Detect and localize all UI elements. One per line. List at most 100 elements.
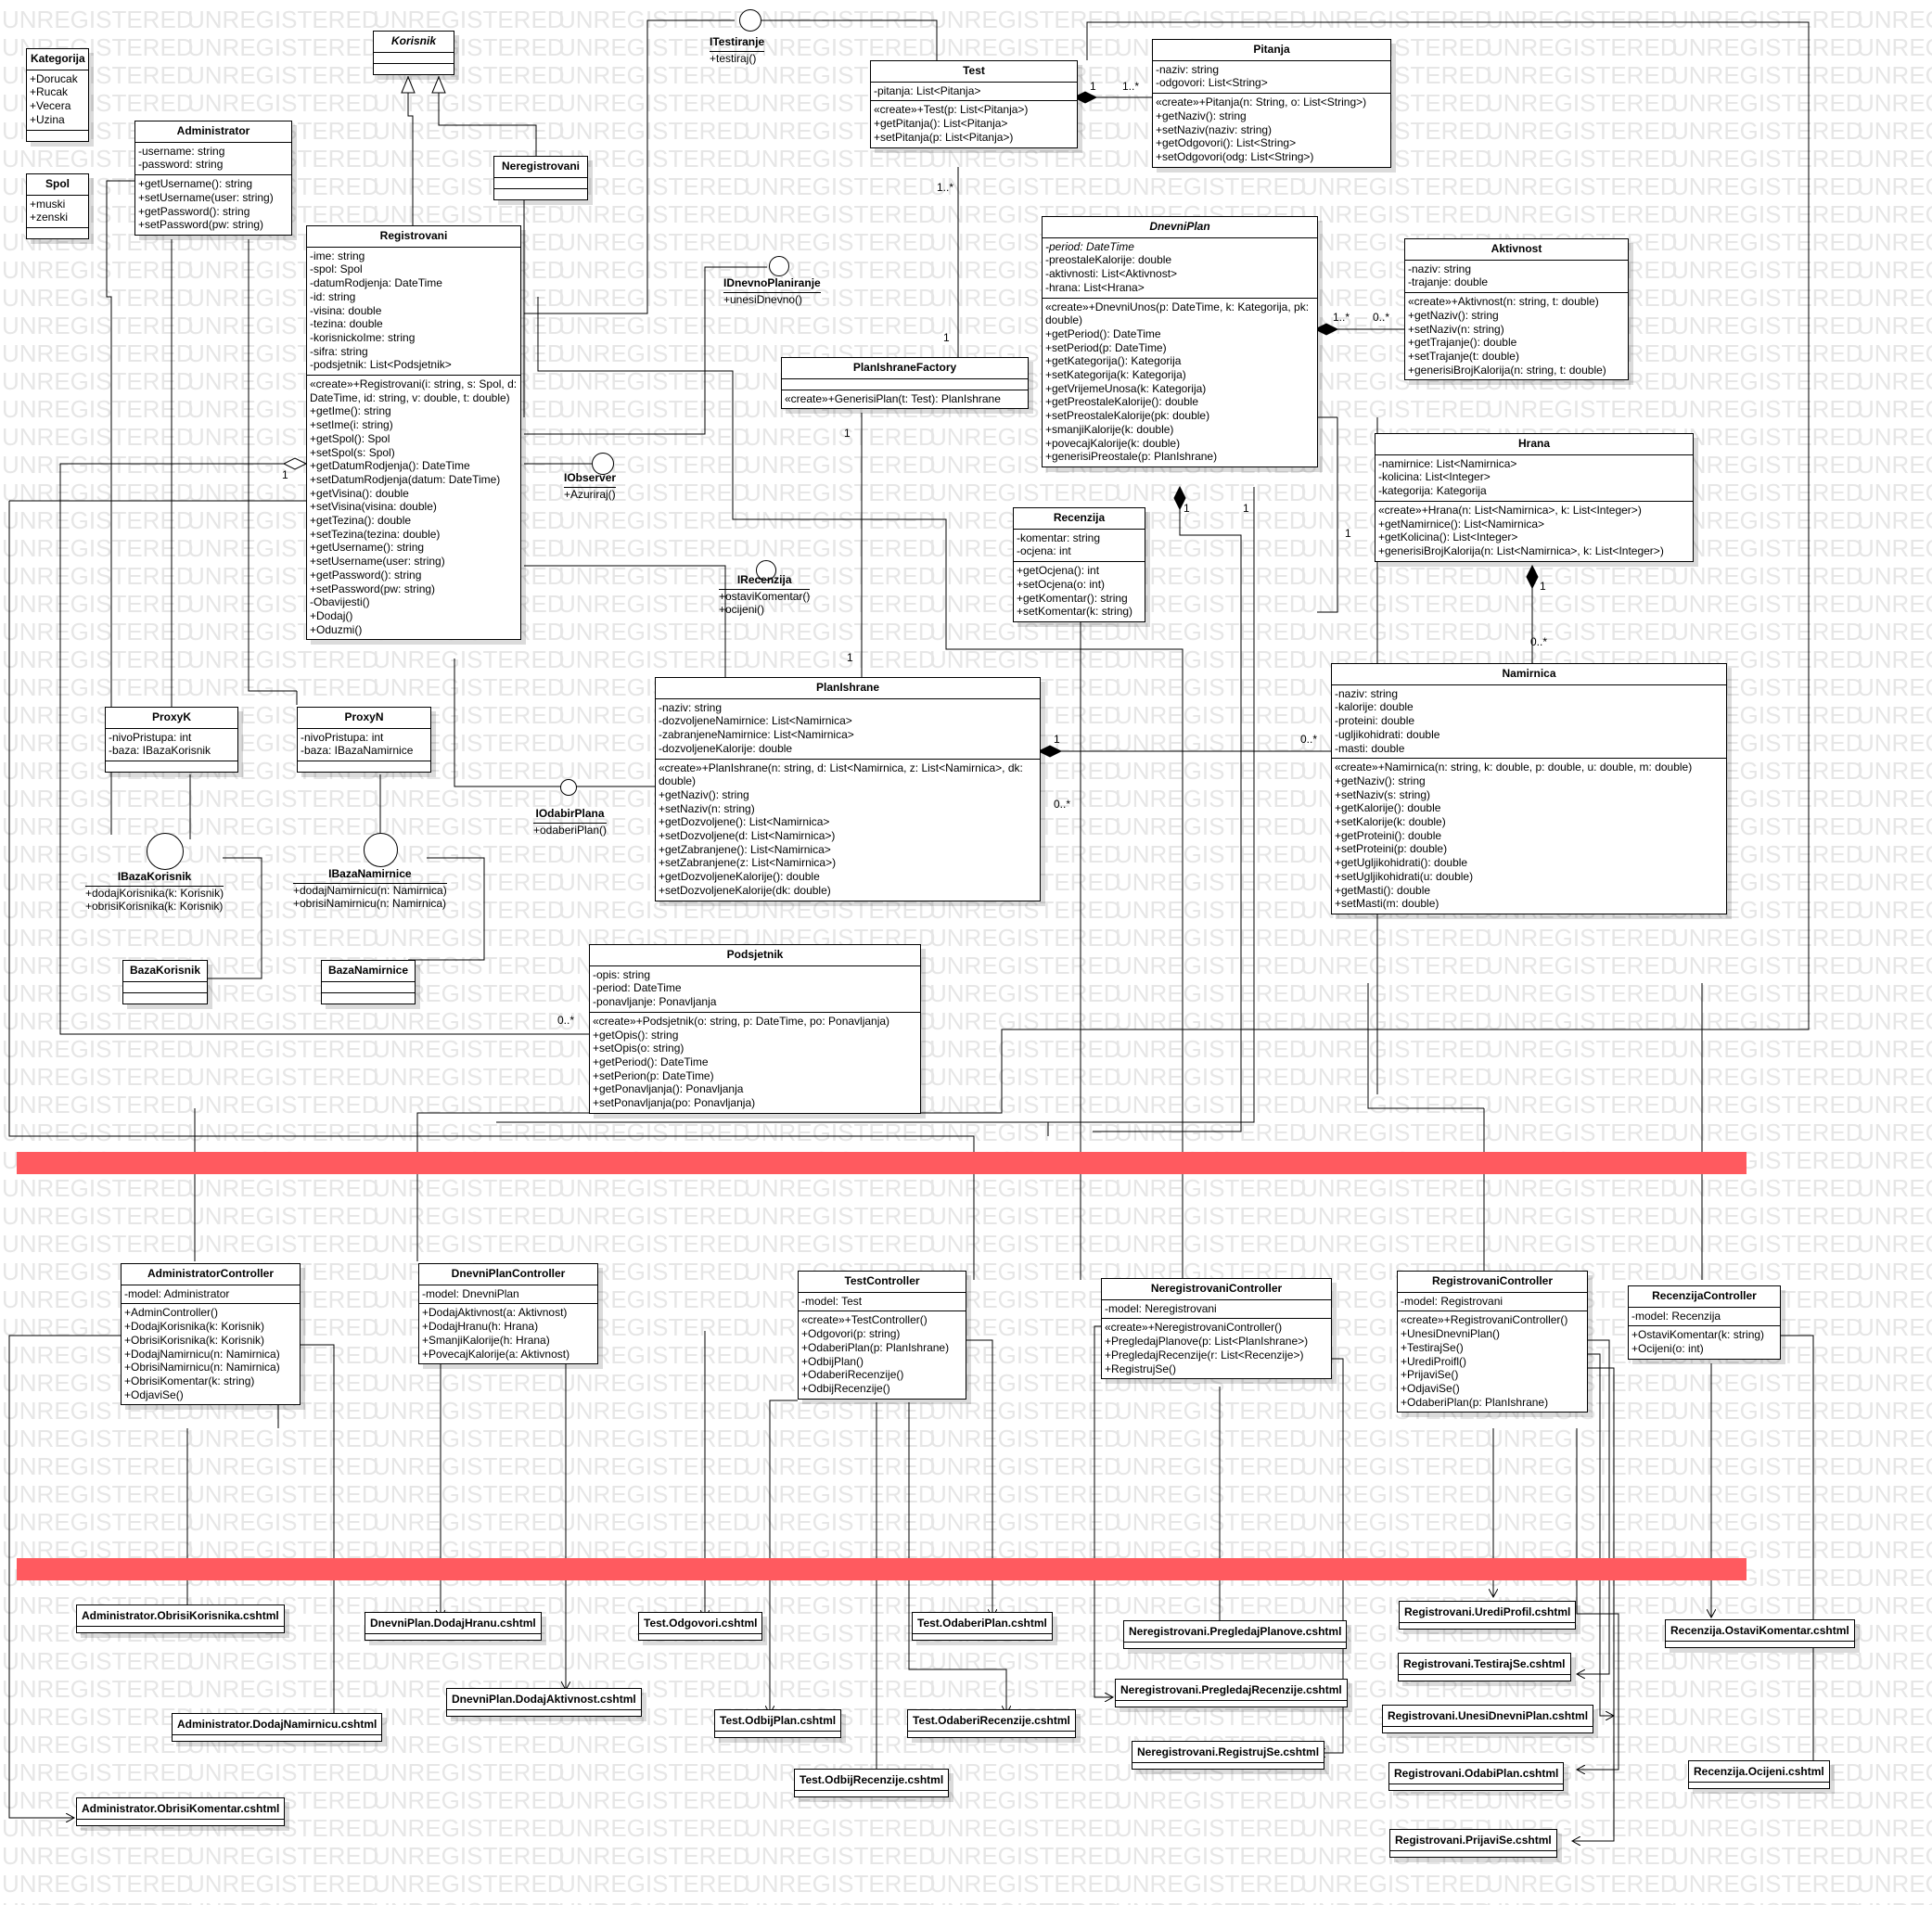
watermark-text: UNREGISTERED (2, 1035, 194, 1063)
watermark-text: UNREGISTERED (558, 1369, 750, 1397)
watermark-text: UNREGISTERED (1115, 1814, 1307, 1842)
watermark-text: UNREGISTERED (1857, 1119, 1932, 1146)
class-planishranefactory[interactable]: PlanIshraneFactory«create»+GenerisiPlan(… (781, 357, 1029, 410)
view-registrovani-testirajse-cshtml[interactable]: Registrovani.TestirajSe.cshtml (1398, 1653, 1571, 1681)
view-test-odbijplan-cshtml[interactable]: Test.OdbijPlan.cshtml (714, 1709, 842, 1738)
attributes-compartment: -period: DateTime-preostaleKalorije: dou… (1043, 238, 1317, 299)
watermark-text: UNREGISTERED (373, 1230, 565, 1258)
watermark-text: UNREGISTERED (1857, 33, 1932, 61)
view-dnevniplan-dodajaktivnost-cshtml[interactable]: DnevniPlan.DodajAktivnost.cshtml (446, 1688, 642, 1717)
class-hrana[interactable]: Hrana-namirnice: List<Namirnica>-kolicin… (1375, 433, 1694, 562)
operation: +UrediProifl() (1401, 1354, 1467, 1368)
interface-ibazanamirnice[interactable]: IBazaNamirnice+dodajNamirnicu(n: Namirni… (293, 867, 447, 911)
watermark-text: UNREGISTERED (558, 423, 750, 451)
view-neregistrovani-pregledajplanove-cshtml[interactable]: Neregistrovani.PregledajPlanove.cshtml (1123, 1620, 1348, 1649)
view-test-odgovori-cshtml[interactable]: Test.Odgovori.cshtml (638, 1612, 763, 1641)
attributes-compartment: -naziv: string-odgovori: List<String> (1153, 61, 1390, 95)
class-proxyk[interactable]: ProxyK-nivoPristupa: int-baza: IBazaKori… (105, 707, 238, 774)
operation: +getPeriod(): DateTime (1045, 326, 1161, 340)
view-registrovani-unesidnevniplan-cshtml[interactable]: Registrovani.UnesiDnevniPlan.cshtml (1382, 1705, 1594, 1733)
view-dnevniplan-dodajhranu-cshtml[interactable]: DnevniPlan.DodajHranu.cshtml (365, 1612, 542, 1641)
operation: +getSpol(): Spol (310, 431, 390, 445)
view-registrovani-odabiplan-cshtml[interactable]: Registrovani.OdabiPlan.cshtml (1388, 1762, 1565, 1791)
class-neregistrovani[interactable]: Neregistrovani (493, 156, 588, 200)
watermark-text: UNREGISTERED (1115, 1870, 1307, 1898)
operation: +setOpis(o: string) (593, 1042, 685, 1055)
watermark-text: UNREGISTERED (1486, 1174, 1678, 1202)
view-recenzija-ostavikomentar-cshtml[interactable]: Recenzija.OstaviKomentar.cshtml (1665, 1619, 1855, 1648)
class-proxyn[interactable]: ProxyN-nivoPristupa: int-baza: IBazaNami… (297, 707, 431, 774)
class-dnevniplancontroller[interactable]: DnevniPlanController-model: DnevniPlan+D… (418, 1263, 598, 1365)
watermark-text: UNREGISTERED (929, 1397, 1121, 1425)
view-neregistrovani-registrujse-cshtml[interactable]: Neregistrovani.RegistrujSe.cshtml (1132, 1741, 1325, 1770)
class-administrator[interactable]: Administrator-username: string-password:… (134, 121, 292, 236)
watermark-text: UNREGISTERED (373, 1007, 565, 1035)
watermark-text: UNREGISTERED (373, 1035, 565, 1063)
view-test-odaberirecenzije-cshtml[interactable]: Test.OdaberiRecenzije.cshtml (907, 1709, 1076, 1738)
class-planishrane[interactable]: PlanIshrane-naziv: string-dozvoljeneNami… (655, 677, 1041, 901)
view-recenzija-ocijeni-cshtml[interactable]: Recenzija.Ocijeni.cshtml (1688, 1760, 1830, 1789)
class-dnevniplan[interactable]: DnevniPlan-period: DateTime-preostaleKal… (1042, 216, 1318, 467)
class-recenzija[interactable]: Recenzija-komentar: string-ocjena: int+g… (1013, 507, 1145, 622)
class-neregistrovanicontroller[interactable]: NeregistrovaniController-model: Neregist… (1101, 1278, 1332, 1380)
view-neregistrovani-pregledajrecenzije-cshtml[interactable]: Neregistrovani.PregledajRecenzije.cshtml (1115, 1679, 1348, 1707)
class-registrovani[interactable]: Registrovani-ime: string-spol: Spol-datu… (306, 225, 521, 641)
operation: +Azuriraj() (564, 487, 616, 501)
view-registrovani-urediprofil-cshtml[interactable]: Registrovani.UrediProfil.cshtml (1399, 1601, 1577, 1630)
operation: +setPerion(p: DateTime) (593, 1068, 714, 1082)
watermark-text: UNREGISTERED (744, 1480, 936, 1508)
class-podsjetnik[interactable]: Podsjetnik-opis: string-period: DateTime… (589, 944, 921, 1114)
watermark-text: UNREGISTERED (744, 200, 936, 228)
class-pitanja[interactable]: Pitanja-naziv: string-odgovori: List<Str… (1152, 39, 1391, 168)
class-testcontroller[interactable]: TestController-model: Test«create»+TestC… (798, 1271, 966, 1400)
class-korisnik[interactable]: Korisnik (373, 31, 454, 75)
class-aktivnost[interactable]: Aktivnost-naziv: string-trajanje: double… (1404, 238, 1629, 381)
attribute: -dozvoljeneNamirnice: List<Namirnica> (659, 714, 852, 728)
class-registrovanicontroller[interactable]: RegistrovaniController-model: Registrova… (1397, 1271, 1588, 1413)
watermark-text: UNREGISTERED (1857, 618, 1932, 646)
interface-name: IDnevnoPlaniranje (723, 276, 821, 293)
interface-iobserver[interactable]: IObserver+Azuriraj() (564, 471, 617, 501)
view-administrator-obrisikomentar-cshtml[interactable]: Administrator.ObrisiKomentar.cshtml (76, 1797, 286, 1826)
view-administrator-obrisikorisnika-cshtml[interactable]: Administrator.ObrisiKorisnika.cshtml (76, 1605, 285, 1633)
watermark-text: UNREGISTERED (2, 479, 194, 506)
watermark-text: UNREGISTERED (1486, 145, 1678, 173)
multiplicity-label: 1 (1090, 80, 1096, 93)
operation: +SmanjiKalorije(h: Hrana) (422, 1333, 550, 1347)
watermark-text: UNREGISTERED (1857, 562, 1932, 590)
attribute: -nivoPristupa: int (301, 730, 384, 744)
class-bazanamirnice[interactable]: BazaNamirnice (321, 960, 416, 1004)
view-test-odbijrecenzije-cshtml[interactable]: Test.OdbijRecenzije.cshtml (794, 1769, 950, 1797)
attributes-compartment (374, 53, 454, 64)
operation: +AdminController() (124, 1306, 219, 1320)
operation: «create»+Namirnica(n: string, k: double,… (1335, 761, 1693, 774)
interface-ibazakorisnik[interactable]: IBazaKorisnik+dodajKorisnika(k: Korisnik… (85, 870, 224, 914)
class-bazakorisnik[interactable]: BazaKorisnik (122, 960, 208, 1004)
operation: +getTrajanje(): double (1408, 336, 1517, 350)
operation: +smanjiKalorije(k: double) (1045, 422, 1174, 436)
interface-itestiranje[interactable]: ITestiranje+testiraj() (710, 35, 765, 65)
operations-compartment (27, 228, 88, 238)
class-test[interactable]: Test-pitanja: List<Pitanja>«create»+Test… (870, 60, 1078, 148)
watermark-text: UNREGISTERED (558, 506, 750, 534)
watermark-text: UNREGISTERED (1115, 1174, 1307, 1202)
attributes-compartment: -model: Neregistrovani (1102, 1300, 1331, 1320)
interface-iodabirplana[interactable]: IOdabirPlana+odaberiPlan() (533, 807, 608, 837)
class-namirnica[interactable]: Namirnica-naziv: string-kalorije: double… (1331, 663, 1727, 914)
class-recenzijacontroller[interactable]: RecenzijaController-model: Recenzija+Ost… (1628, 1285, 1781, 1360)
operation: +setOcjena(o: int) (1017, 577, 1106, 591)
class-spol[interactable]: Spol+muski+zenski (26, 173, 89, 240)
watermark-text: UNREGISTERED (558, 89, 750, 117)
class-kategorija[interactable]: Kategorija+Dorucak+Rucak+Vecera+Uzina (26, 48, 89, 142)
watermark-text: UNREGISTERED (744, 173, 936, 200)
view-administrator-dodajnamirnicu-cshtml[interactable]: Administrator.DodajNamirnicu.cshtml (172, 1713, 383, 1742)
interface-irecenzija[interactable]: IRecenzija+ostaviKomentar()+ocijeni() (719, 573, 811, 617)
operation: +generisiBrojKalorija(n: List<Namirnica>… (1378, 543, 1664, 557)
view-registrovani-prijavise-cshtml[interactable]: Registrovani.PrijaviSe.cshtml (1389, 1829, 1557, 1858)
interface-idnevnoplaniranje[interactable]: IDnevnoPlaniranje+unesiDnevno() (723, 276, 821, 306)
watermark-text: UNREGISTERED (1300, 1007, 1492, 1035)
watermark-text: UNREGISTERED (2, 1230, 194, 1258)
view-test-odaberiplan-cshtml[interactable]: Test.OdaberiPlan.cshtml (912, 1612, 1053, 1641)
operations-compartment: +getUsername(): string+setUsername(user:… (135, 175, 291, 235)
class-administratorcontroller[interactable]: AdministratorController-model: Administr… (121, 1263, 301, 1406)
